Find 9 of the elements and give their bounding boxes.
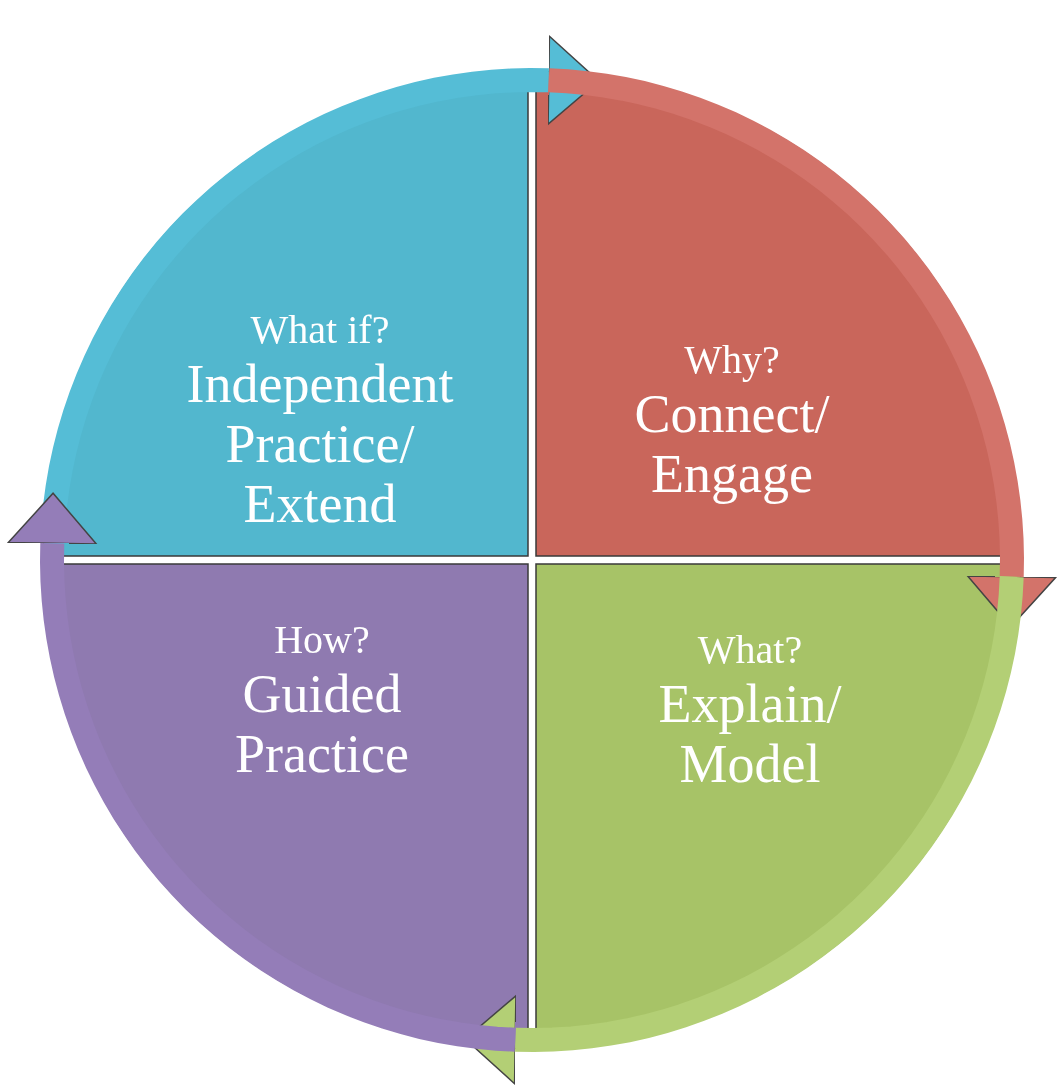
stage-title: Independent Practice/ Extend [185,354,455,534]
question-text: How? [273,616,371,664]
question-text: What? [696,626,804,674]
question-text: Why? [683,336,781,384]
cycle-arrow [7,492,516,1052]
question-text: What if? [249,306,391,354]
stage-title: Connect/ Engage [633,384,831,504]
stage-title: Guided Practice [234,664,410,784]
stage-title: Explain/ Model [657,674,843,794]
